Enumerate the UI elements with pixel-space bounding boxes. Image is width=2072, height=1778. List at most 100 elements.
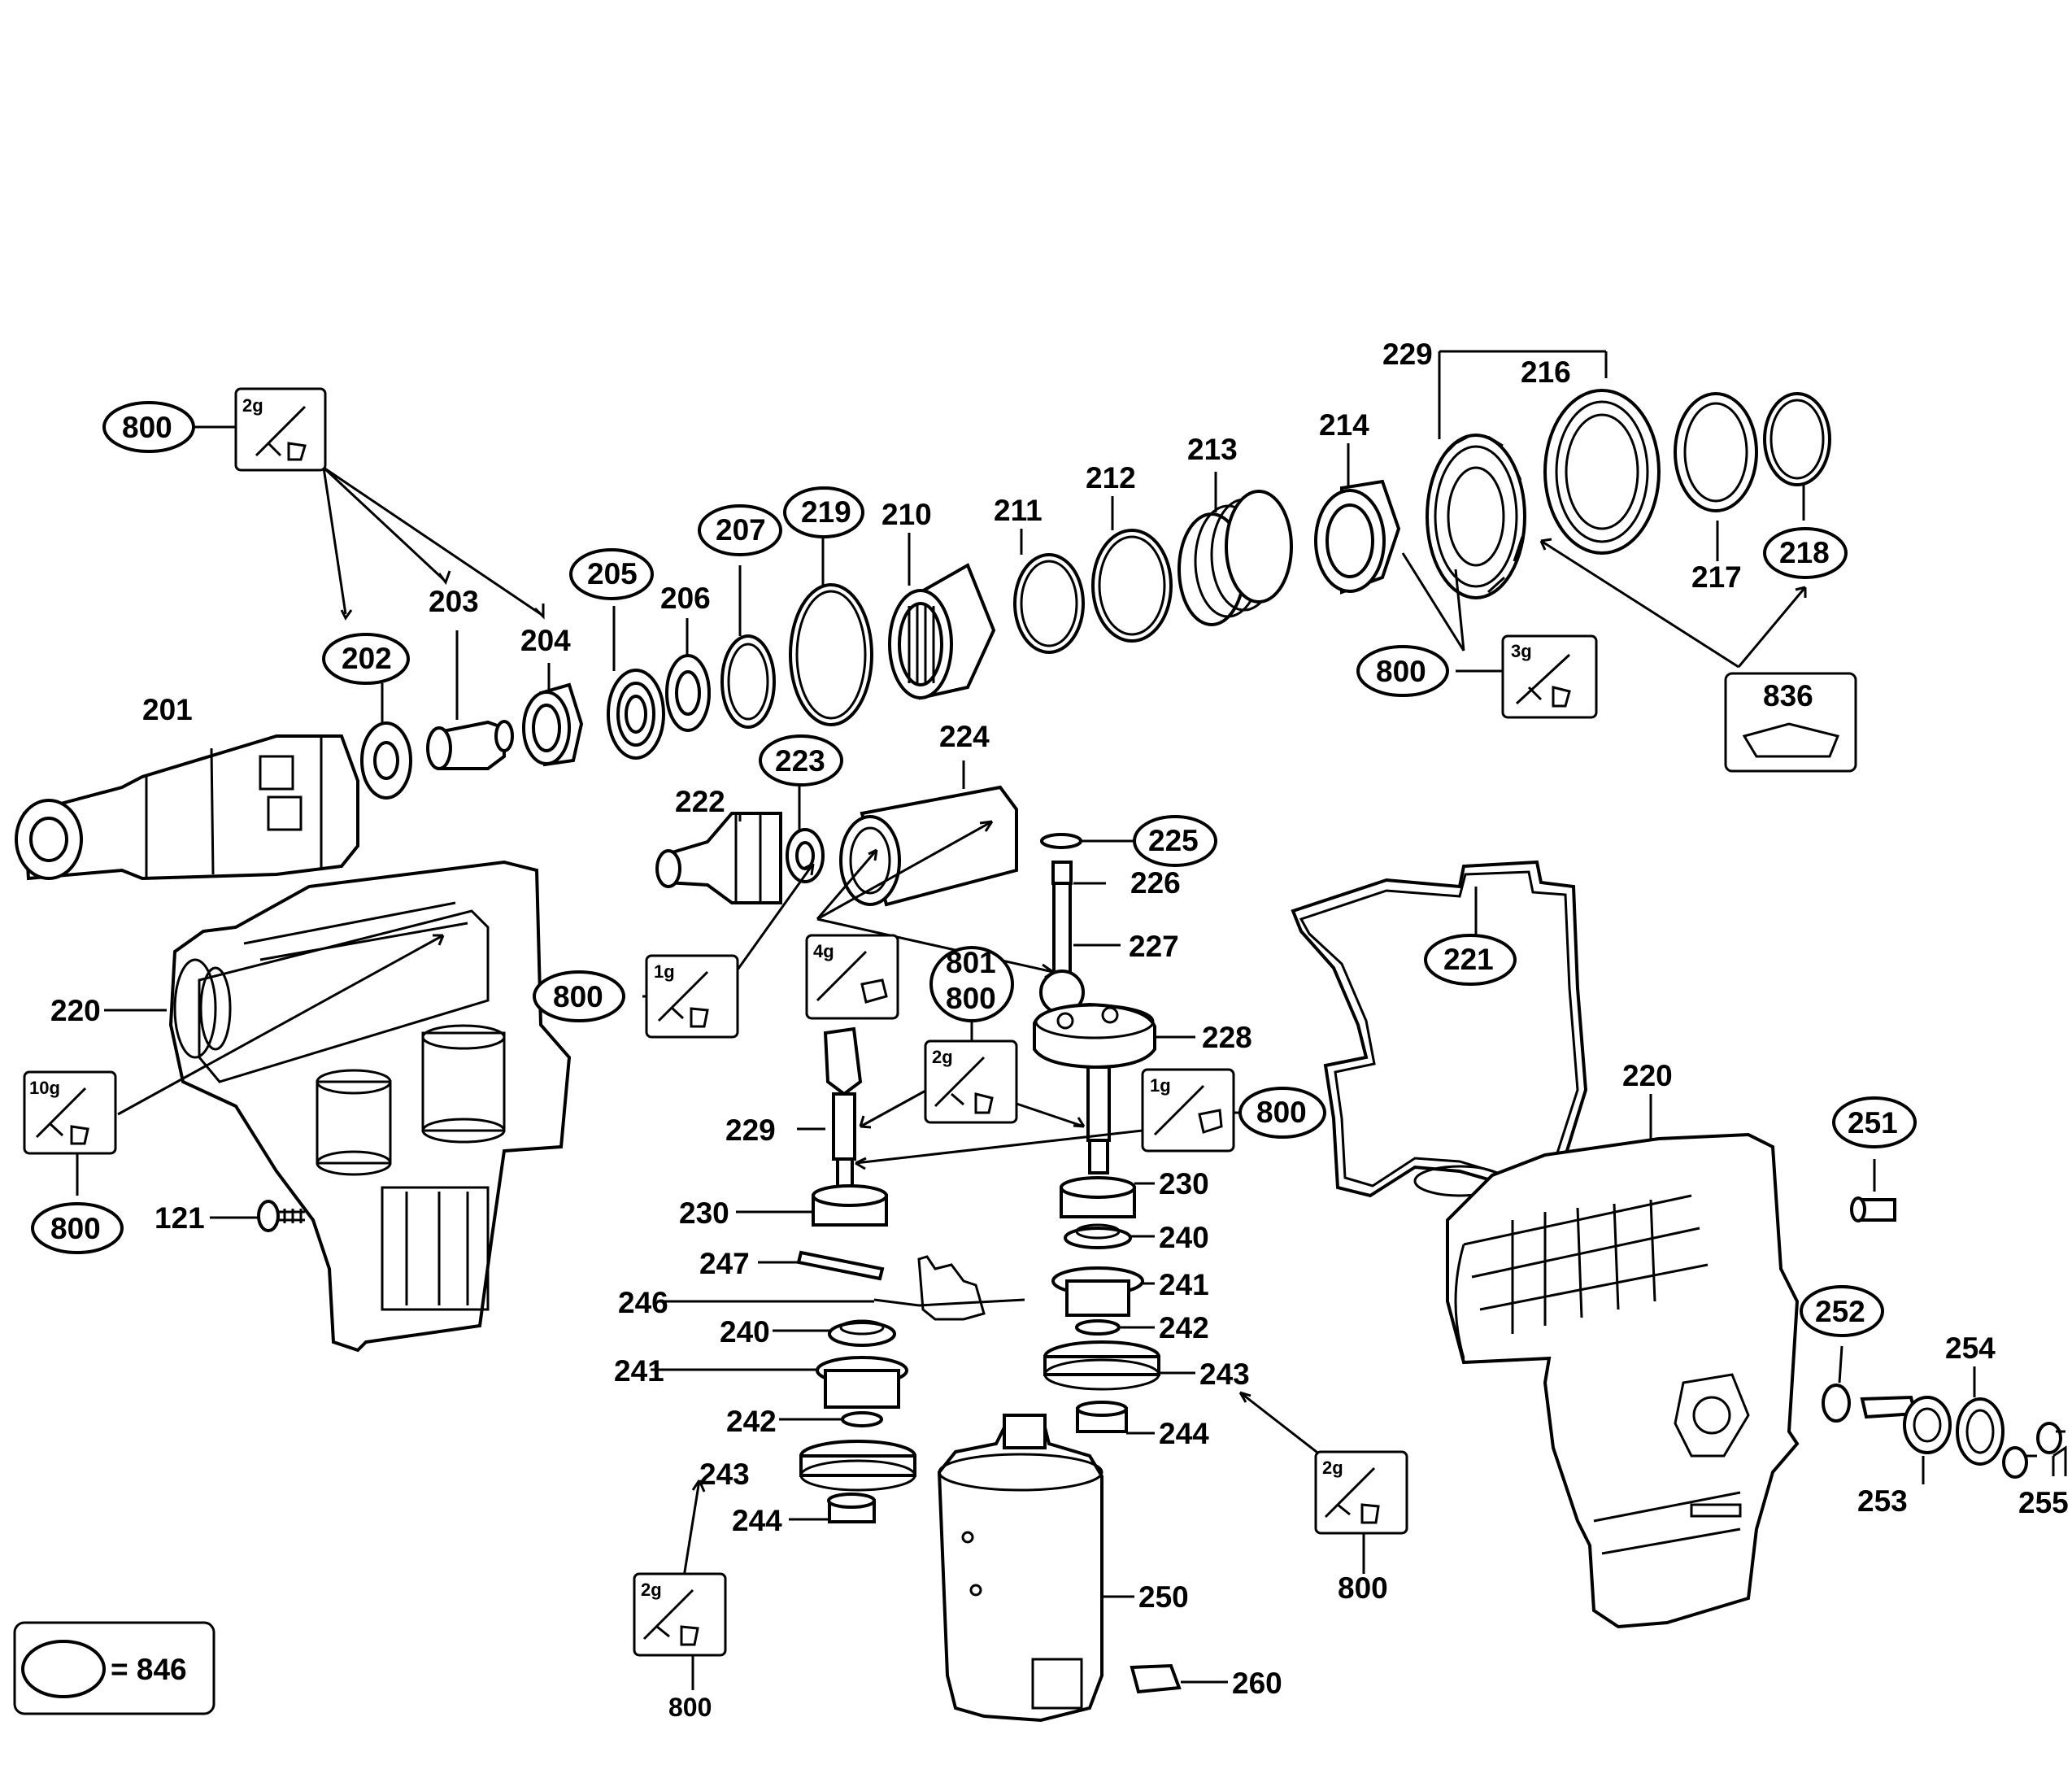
svg-text:229: 229 (1382, 338, 1433, 371)
svg-text:243: 243 (699, 1458, 750, 1491)
svg-text:229: 229 (725, 1113, 776, 1147)
part-240-clutch-right (1064, 1223, 1132, 1249)
svg-text:800: 800 (553, 980, 603, 1013)
part-203-piston (426, 720, 514, 770)
part-218-circlip (1763, 392, 1831, 486)
part-210-needle-bearing (888, 563, 996, 700)
svg-text:3g: 3g (1511, 641, 1532, 661)
svg-text:204: 204 (520, 624, 571, 657)
svg-text:222: 222 (675, 785, 725, 818)
svg-text:220: 220 (1622, 1059, 1673, 1092)
svg-text:226: 226 (1130, 866, 1181, 900)
svg-text:227: 227 (1129, 930, 1179, 963)
part-204-sleeve (522, 682, 584, 767)
svg-text:2g: 2g (932, 1047, 953, 1067)
part-219-oring (789, 583, 873, 726)
svg-text:254: 254 (1945, 1331, 1996, 1365)
bubbles (31, 401, 1917, 1337)
part-223-washer (786, 828, 825, 883)
part-202-washer (360, 721, 412, 800)
kit-box-10g: 10g (23, 1070, 117, 1155)
svg-text:241: 241 (614, 1354, 664, 1388)
svg-text:800: 800 (668, 1693, 712, 1722)
svg-text:= 846: = 846 (111, 1653, 187, 1686)
svg-text:230: 230 (679, 1196, 729, 1230)
part-228-crank (1033, 1002, 1156, 1174)
svg-text:201: 201 (142, 693, 193, 726)
leader-lines-mid (642, 760, 1240, 1170)
svg-text:206: 206 (660, 582, 711, 615)
part-251-bushing (1850, 1196, 1896, 1222)
svg-text:242: 242 (1159, 1311, 1209, 1344)
svg-text:223: 223 (775, 744, 825, 778)
leader-255 (2052, 1445, 2067, 1476)
svg-text:211: 211 (994, 494, 1043, 527)
kit-box-4g: 4g (805, 934, 899, 1020)
svg-text:221: 221 (1443, 943, 1494, 976)
part-250-motor (937, 1414, 1103, 1723)
svg-text:253: 253 (1857, 1484, 1908, 1518)
svg-text:205: 205 (587, 557, 638, 590)
part-240-clutch-left (828, 1319, 896, 1347)
part-241-gear-left (816, 1356, 908, 1409)
part-227-pin (1039, 882, 1085, 1015)
part-labels: 800 202 203 204 201 205 206 207 219 210 … (50, 338, 2069, 1722)
leader-lines-top (194, 350, 1807, 724)
leader-252 (1838, 1345, 1843, 1384)
part-253-plug (1860, 1395, 1952, 1454)
svg-text:219: 219 (801, 495, 851, 529)
svg-text:121: 121 (155, 1201, 205, 1235)
svg-text:228: 228 (1202, 1021, 1252, 1054)
svg-text:218: 218 (1779, 536, 1830, 569)
svg-text:243: 243 (1199, 1357, 1250, 1391)
kit-box-2g-top: 2g (234, 387, 327, 472)
svg-text:240: 240 (720, 1315, 770, 1349)
svg-text:230: 230 (1159, 1167, 1209, 1201)
svg-text:247: 247 (699, 1247, 750, 1280)
svg-text:2g: 2g (242, 395, 263, 416)
legend-846: = 846 (13, 1621, 215, 1715)
svg-text:217: 217 (1691, 560, 1742, 594)
svg-text:10g: 10g (29, 1078, 60, 1098)
svg-text:801: 801 (946, 946, 996, 979)
part-226-spring (1051, 861, 1073, 885)
svg-text:214: 214 (1319, 408, 1369, 442)
svg-text:203: 203 (429, 585, 479, 618)
part-213-spring (1177, 490, 1293, 626)
part-244-bearing-right (1076, 1401, 1128, 1433)
svg-text:250: 250 (1138, 1580, 1189, 1614)
svg-text:251: 251 (1848, 1106, 1898, 1140)
svg-text:2g: 2g (1322, 1458, 1343, 1478)
part-243-gear-right (1043, 1340, 1160, 1391)
leader-lines-lower (651, 1182, 1365, 1690)
part-211-ring (1013, 553, 1085, 654)
svg-text:220: 220 (50, 994, 101, 1027)
svg-text:213: 213 (1187, 433, 1238, 466)
part-247-pin (796, 1250, 885, 1281)
svg-text:800: 800 (1338, 1571, 1388, 1605)
part-252-oring (1822, 1384, 1851, 1423)
svg-text:224: 224 (939, 720, 990, 753)
part-212-ring (1091, 529, 1173, 643)
svg-text:800: 800 (50, 1212, 101, 1245)
part-229-bevel-gear (1426, 434, 1526, 599)
svg-text:1g: 1g (654, 961, 675, 982)
part-230-bearing-right (1060, 1176, 1136, 1218)
part-207-ring (720, 634, 776, 729)
kit-box-2g-mid: 2g (924, 1039, 1018, 1124)
part-243-gear-left (799, 1440, 916, 1492)
svg-text:244: 244 (1159, 1417, 1209, 1450)
part-217-ring (1674, 392, 1758, 512)
kit-box-1g-left: 1g (645, 954, 739, 1039)
svg-text:2g: 2g (641, 1580, 662, 1600)
svg-text:240: 240 (1159, 1221, 1209, 1254)
svg-text:1g: 1g (1150, 1075, 1171, 1096)
kit-box-2g-right: 2g (1314, 1450, 1408, 1535)
svg-text:800: 800 (1376, 655, 1426, 688)
part-222-striker (655, 812, 782, 904)
svg-text:241: 241 (1159, 1268, 1209, 1301)
svg-text:4g: 4g (813, 941, 834, 961)
kit-box-2g-bottom: 2g (633, 1572, 727, 1657)
part-246-spring-clip (873, 1255, 1025, 1321)
part-216-bearing (1543, 389, 1661, 555)
